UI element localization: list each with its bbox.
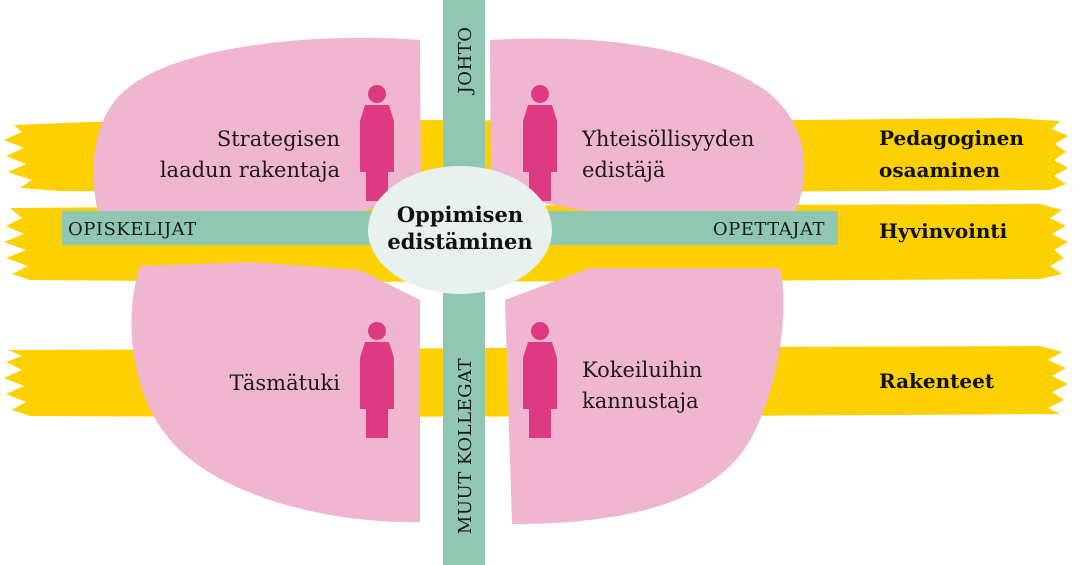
role-top-left-line1: Strategisen: [217, 127, 340, 151]
role-top-right-line2: edistäjä: [582, 158, 665, 182]
center-ellipse: [368, 166, 552, 294]
axis-label-right: OPETTAJAT: [713, 219, 825, 240]
role-top-left-line2: laadun rakentaja: [160, 158, 340, 182]
axis-label-top: JOHTO: [455, 27, 476, 96]
person-icon: [360, 322, 394, 438]
axis-label-left: OPISKELIJAT: [68, 219, 197, 240]
person-icons: [360, 85, 557, 438]
theme-label-pedagogical-line2: osaaminen: [879, 158, 1001, 182]
role-bottom-right-line2: kannustaja: [582, 389, 699, 413]
person-icon: [360, 85, 394, 201]
theme-label-structures: Rakenteet: [879, 369, 995, 393]
role-top-right-line1: Yhteisöllisyyden: [581, 127, 754, 151]
petal-top-right: [490, 38, 805, 218]
petals: [93, 37, 805, 524]
axis-label-bottom: MUUT KOLLEGAT: [455, 358, 476, 534]
theme-label-pedagogical-line1: Pedagoginen: [879, 126, 1024, 150]
theme-label-wellbeing: Hyvinvointi: [879, 219, 1008, 243]
role-bottom-left-line1: Täsmätuki: [229, 371, 340, 395]
petal-top-left: [93, 37, 422, 219]
petal-bottom-left: [131, 262, 420, 523]
center-label-line2: edistäminen: [387, 229, 532, 254]
petal-bottom-right: [505, 268, 784, 524]
person-icon: [523, 85, 557, 201]
center-label-line1: Oppimisen: [397, 202, 523, 227]
role-bottom-right-line1: Kokeiluihin: [582, 358, 702, 382]
person-icon: [523, 322, 557, 438]
